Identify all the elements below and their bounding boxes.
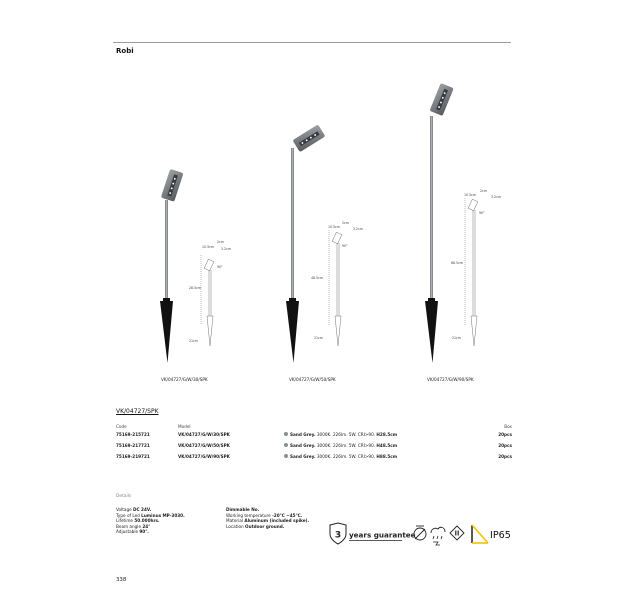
details-column-2: Dimmable No. Working temperature -20°C ~…	[226, 507, 309, 529]
header-code: Code	[116, 424, 127, 429]
row-description: Sand Grey. 3000K. 226lm. 5W. CRI>90. H28…	[284, 432, 472, 437]
lamp-90-render	[425, 83, 454, 363]
lamp-90-dim-w2: 2cm	[480, 189, 487, 193]
lamp-50-drawing	[328, 230, 343, 347]
row-code: 75169-215721	[116, 431, 150, 437]
lamp-90-dim-w3: 3.2cm	[491, 195, 501, 199]
warranty-shield-icon: 3	[329, 522, 347, 545]
product-illustrations: 10.5cm 2cm 3.2cm 90° 28.5cm 21cm VK/0472…	[160, 83, 501, 382]
lamp-30-dim-height: 28.5cm	[189, 286, 201, 290]
row-model: VK/04727/G/W/90/SPK	[178, 453, 230, 459]
row-box: 20pcs	[498, 453, 512, 459]
lamp-50-dim-w3: 3.2cm	[353, 227, 363, 231]
series-title: VK/04727/SPK	[116, 408, 159, 415]
detail-item: Adjustable 90°.	[116, 529, 149, 535]
lamp-90-dim-height: 88.5cm	[451, 261, 463, 265]
lamp-90-dim-spike: 21cm	[452, 336, 461, 340]
page-title: Robi	[116, 47, 134, 55]
warranty-years: 3	[335, 531, 341, 541]
lamp-90-caption: VK/04727/G/W/90/SPK	[427, 377, 474, 382]
lamp-30-dim-w1: 10.5cm	[202, 245, 214, 249]
table-row: 75169-219721 VK/04727/G/W/90/SPK Sand Gr…	[116, 452, 512, 460]
row-code: 75169-217721	[116, 442, 150, 448]
page-number: 338	[116, 577, 127, 583]
row-model: VK/04727/G/W/30/SPK	[178, 431, 230, 437]
lamp-30-dim-w2: 2cm	[217, 240, 224, 244]
details-heading: Details	[116, 494, 132, 499]
lamp-50-dim-height: 48.5cm	[311, 276, 323, 280]
row-box: 20pcs	[498, 431, 512, 437]
row-description: Sand Grey. 3000K. 226lm. 5W. CRI>90. H48…	[284, 443, 472, 448]
detail-item: Beam angle 24°	[116, 523, 151, 529]
detail-item: Lifetime 50.000hrs.	[116, 518, 160, 524]
warranty-text: years guarantee	[349, 531, 416, 540]
detail-item: Location Outdoor ground.	[226, 523, 285, 529]
lamp-30-dim-spike: 21cm	[189, 339, 198, 343]
details-column-1: Voltage DC 24V. Type of Led Luminus MP-3…	[116, 507, 185, 535]
lamp-30-render	[160, 169, 183, 363]
header-model: Model	[178, 424, 191, 429]
ip-rating: IP65	[490, 530, 511, 541]
weather-resistant-icon	[430, 526, 446, 546]
row-box: 20pcs	[498, 442, 512, 448]
row-description: Sand Grey. 3000K. 226lm. 5W. CRI>90. H88…	[284, 454, 472, 459]
lamp-50-caption: VK/04727/G/W/50/SPK	[289, 377, 336, 382]
color-swatch	[284, 454, 288, 458]
lamp-50-dim-w2: 2cm	[342, 221, 349, 225]
product-table: Code Model Box 75169-215721 VK/04727/G/W…	[116, 424, 512, 460]
lamp-50-dim-spike: 21cm	[314, 336, 323, 340]
lamp-50-render	[286, 125, 325, 363]
table-row: 75169-215721 VK/04727/G/W/30/SPK Sand Gr…	[116, 430, 512, 438]
detail-item: Working temperature -20°C ~45°C.	[226, 512, 303, 518]
lamp-90-dim-w1: 10.5cm	[464, 193, 476, 197]
detail-item: Type of Led Luminus MP-3030.	[116, 512, 185, 518]
class-iii-icon	[449, 525, 465, 541]
table-row: 75169-217721 VK/04727/G/W/50/SPK Sand Gr…	[116, 441, 512, 449]
color-swatch	[284, 443, 288, 447]
table-header: Code Model Box	[116, 424, 512, 430]
detail-item: Material Aluminum (included spike).	[226, 518, 310, 524]
lamp-90-drawing	[464, 198, 479, 347]
lamp-30-caption: VK/04727/G/W/30/SPK	[161, 377, 208, 382]
detail-item: Dimmable No.	[226, 507, 260, 512]
top-divider	[113, 42, 511, 43]
lamp-30-dim-angle: 90°	[217, 265, 223, 269]
row-code: 75169-219721	[116, 453, 150, 459]
lamp-30-drawing	[200, 255, 215, 347]
lamp-90-dim-angle: 90°	[479, 211, 485, 215]
detail-item: Voltage DC 24V.	[116, 507, 152, 512]
certification-icons: 3 years guarantee IP65	[329, 522, 511, 546]
lamp-50-dim-w1: 10.5cm	[328, 225, 340, 229]
header-box: Box	[504, 424, 512, 429]
beam-angle-icon	[471, 524, 489, 544]
row-model: VK/04727/G/W/50/SPK	[178, 442, 230, 448]
lamp-50-dim-angle: 90°	[342, 244, 348, 248]
no-dimming-icon	[413, 525, 427, 541]
lamp-30-dim-w3: 3.2cm	[221, 247, 231, 251]
color-swatch	[284, 432, 288, 436]
